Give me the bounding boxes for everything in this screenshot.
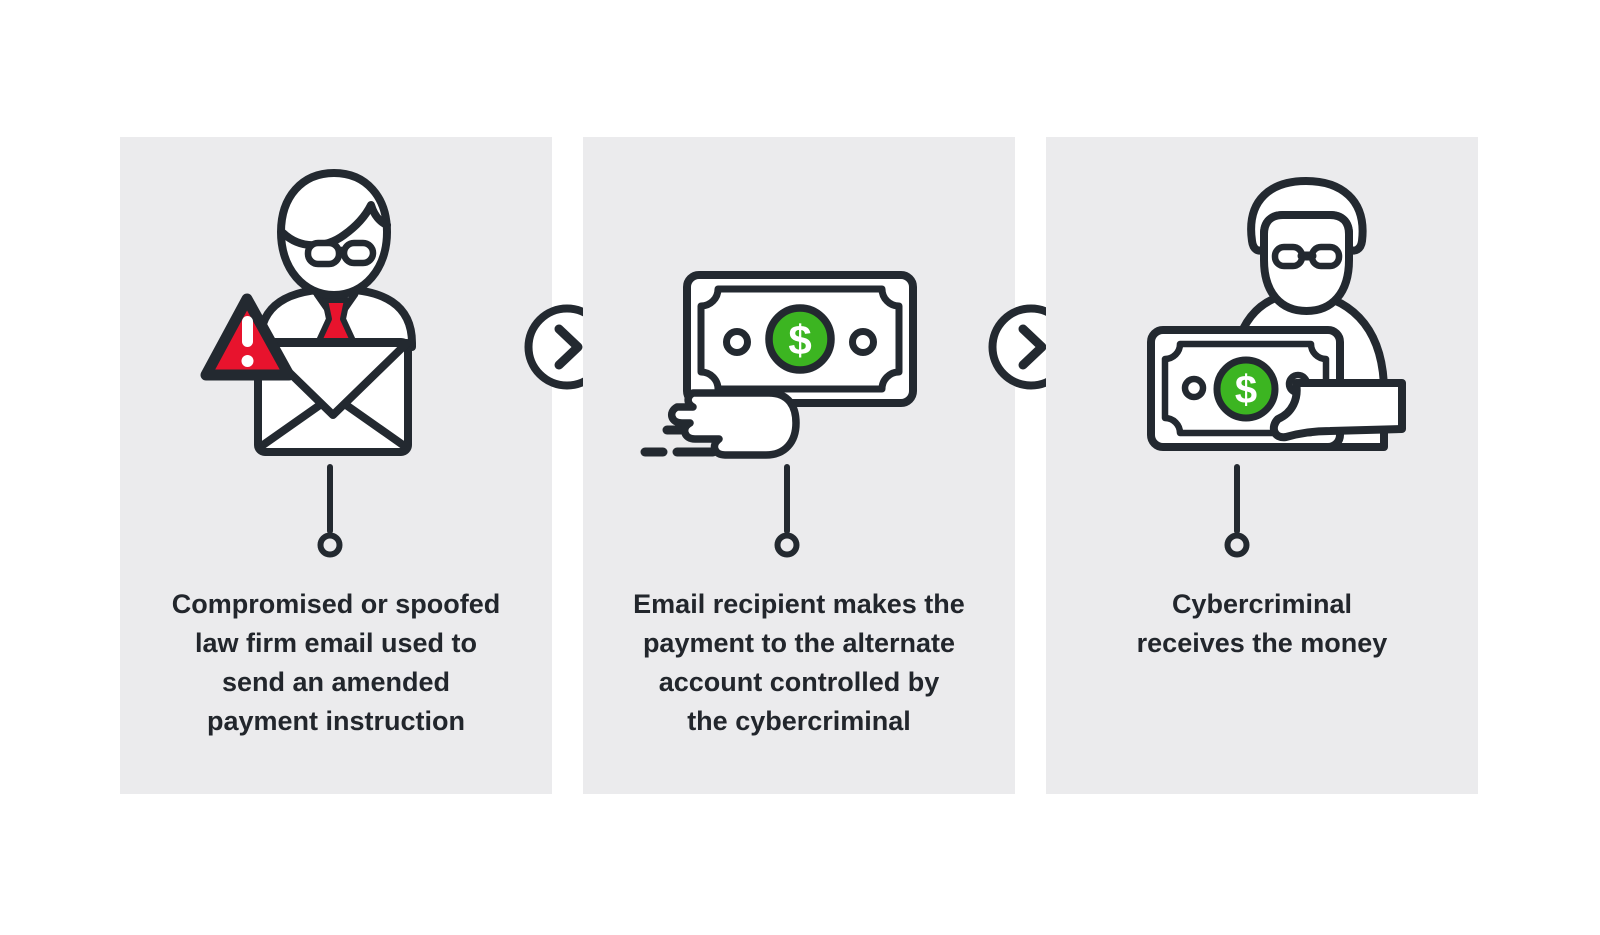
criminal-head (1247, 177, 1367, 315)
dollar-coin-icon (765, 304, 835, 374)
arm-hand-icon (1269, 379, 1406, 442)
face (1260, 211, 1353, 315)
step-panel-2: $ Email recipient makes the payment to t… (583, 137, 1015, 794)
envelope-icon (254, 338, 412, 456)
step-caption: Email recipient makes the payment to the… (633, 589, 965, 736)
step-caption: Cybercriminal receives the money (1136, 589, 1388, 658)
compromised-email-icon (200, 169, 416, 558)
step-panel-1: Compromised or spoofed law firm email us… (120, 137, 552, 794)
connector-pin (774, 464, 800, 558)
mask-glasses-icon (1271, 243, 1343, 270)
dollar-bill-icon: $ (683, 271, 917, 407)
dollar-sign: $ (788, 317, 811, 364)
cybercriminal-receives-money-icon: $ (1147, 177, 1406, 558)
person-head (277, 169, 391, 299)
warning-triangle-icon (200, 293, 295, 381)
hand-icon (667, 389, 800, 459)
dollar-coin-icon (1213, 356, 1279, 422)
connector-pin (1224, 464, 1250, 558)
glasses-icon (304, 239, 377, 268)
payment-sent-icon: $ (640, 271, 917, 558)
dollar-sign: $ (1235, 368, 1257, 412)
step-panel-3: $ Cybercriminal receives the money (1046, 137, 1478, 794)
step-caption: Compromised or spoofed law firm email us… (171, 589, 501, 736)
connector-pin (317, 464, 343, 558)
